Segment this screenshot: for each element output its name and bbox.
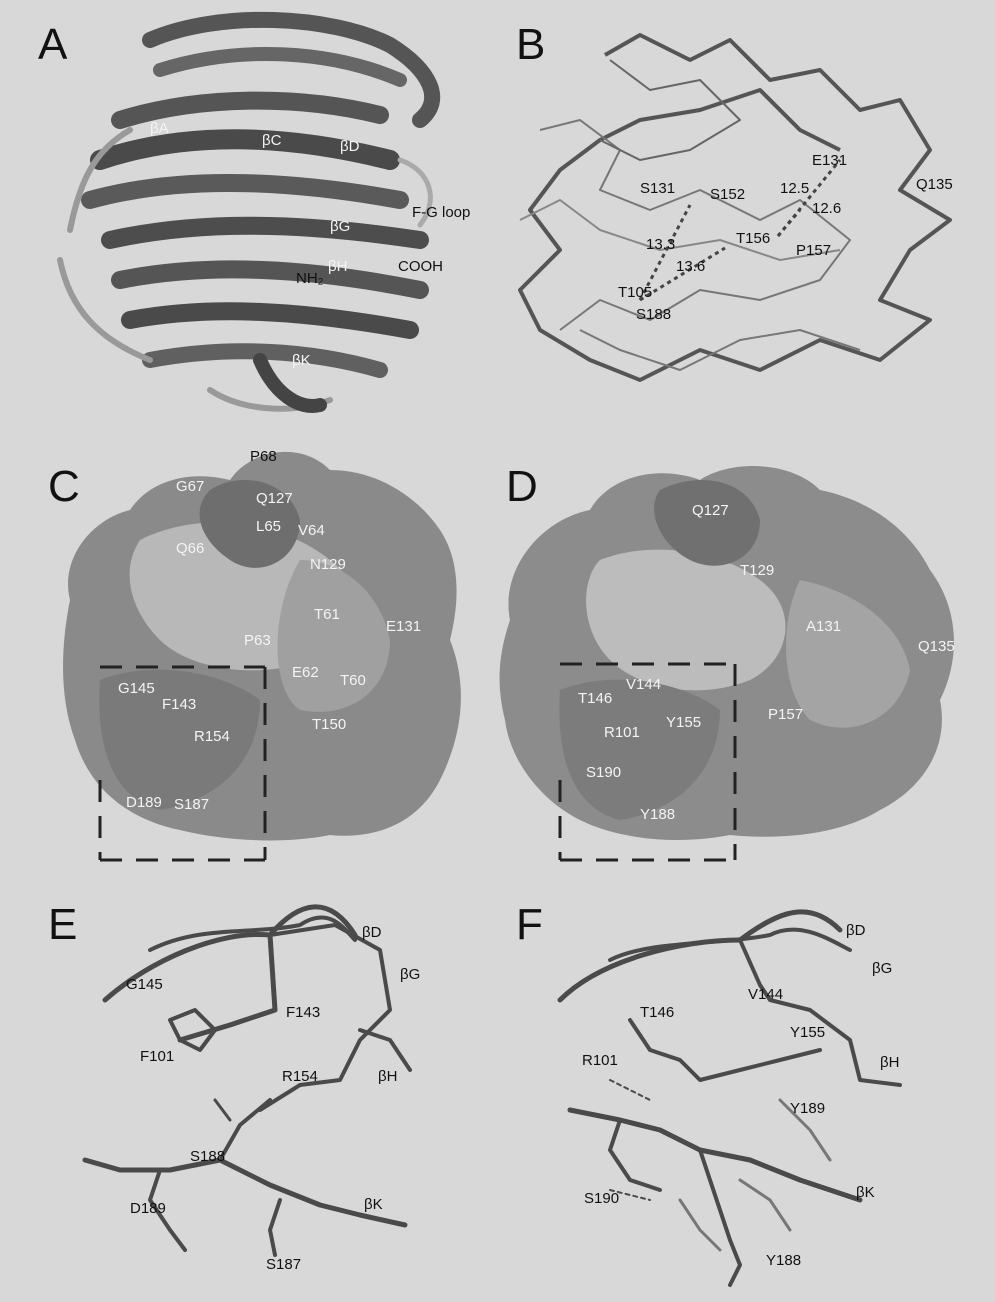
label-g67: G67: [176, 478, 204, 495]
label-d189-c: D189: [126, 794, 162, 811]
label-dist-13-6: 13.6: [676, 258, 705, 275]
label-s187-c: S187: [174, 796, 209, 813]
label-s131: S131: [640, 180, 675, 197]
label-f-g-loop: F-G loop: [412, 204, 470, 221]
label-beta-d-f: βD: [846, 922, 865, 939]
label-y188-f: Y188: [766, 1252, 801, 1269]
label-q127: Q127: [256, 490, 293, 507]
label-e131-c: E131: [386, 618, 421, 635]
label-beta-d-e: βD: [362, 924, 381, 941]
label-s190-d: S190: [586, 764, 621, 781]
label-dist-12-5: 12.5: [780, 180, 809, 197]
label-f143-e: F143: [286, 1004, 320, 1021]
label-beta-a: βA: [150, 120, 169, 137]
label-t146-f: T146: [640, 1004, 674, 1021]
panel-d-letter: D: [506, 462, 538, 512]
label-s188: S188: [636, 306, 671, 323]
label-r101-f: R101: [582, 1052, 618, 1069]
label-e62: E62: [292, 664, 319, 681]
panel-f-letter: F: [516, 900, 543, 950]
panel-e-letter: E: [48, 900, 77, 950]
panel-d-surface: [500, 466, 954, 840]
label-beta-k-f: βK: [856, 1184, 875, 1201]
label-r154-e: R154: [282, 1068, 318, 1085]
label-n129: N129: [310, 556, 346, 573]
label-y155-d: Y155: [666, 714, 701, 731]
label-r101-d: R101: [604, 724, 640, 741]
label-dist-13-3: 13.3: [646, 236, 675, 253]
label-t150: T150: [312, 716, 346, 733]
label-y188-d: Y188: [640, 806, 675, 823]
label-f101-e: F101: [140, 1048, 174, 1065]
label-g145-c: G145: [118, 680, 155, 697]
label-q135: Q135: [916, 176, 953, 193]
label-r154-c: R154: [194, 728, 230, 745]
label-f143-c: F143: [162, 696, 196, 713]
label-cooh: COOH: [398, 258, 443, 275]
label-beta-h: βH: [328, 258, 347, 275]
label-p157-d: P157: [768, 706, 803, 723]
label-t156: T156: [736, 230, 770, 247]
label-beta-c: βC: [262, 132, 281, 149]
label-beta-h-e: βH: [378, 1068, 397, 1085]
label-beta-k-e: βK: [364, 1196, 383, 1213]
label-p157: P157: [796, 242, 831, 259]
label-s187-e: S187: [266, 1256, 301, 1273]
label-beta-g-e: βG: [400, 966, 420, 983]
label-s188-e: S188: [190, 1148, 225, 1165]
label-beta-g: βG: [330, 218, 350, 235]
label-v144-f: V144: [748, 986, 783, 1003]
label-a131: A131: [806, 618, 841, 635]
label-t105: T105: [618, 284, 652, 301]
label-q127-d: Q127: [692, 502, 729, 519]
label-d189-e: D189: [130, 1200, 166, 1217]
label-t60: T60: [340, 672, 366, 689]
panel-c-letter: C: [48, 462, 80, 512]
label-q66: Q66: [176, 540, 204, 557]
label-p68: P68: [250, 448, 277, 465]
label-s190-f: S190: [584, 1190, 619, 1207]
label-e131: E131: [812, 152, 847, 169]
label-t146-d: T146: [578, 690, 612, 707]
label-y155-f: Y155: [790, 1024, 825, 1041]
label-nh2: NH₂: [296, 270, 324, 287]
label-dist-12-6: 12.6: [812, 200, 841, 217]
label-t129-d: T129: [740, 562, 774, 579]
label-l65: L65: [256, 518, 281, 535]
label-p63: P63: [244, 632, 271, 649]
label-beta-k: βK: [292, 352, 311, 369]
label-y189-f: Y189: [790, 1100, 825, 1117]
label-v144-d: V144: [626, 676, 661, 693]
panel-b-letter: B: [516, 20, 545, 70]
panel-a-letter: A: [38, 20, 67, 70]
label-s152: S152: [710, 186, 745, 203]
label-t61: T61: [314, 606, 340, 623]
label-beta-h-f: βH: [880, 1054, 899, 1071]
label-beta-d: βD: [340, 138, 359, 155]
label-beta-g-f: βG: [872, 960, 892, 977]
label-g145-e: G145: [126, 976, 163, 993]
label-v64: V64: [298, 522, 325, 539]
label-q135-d: Q135: [918, 638, 955, 655]
